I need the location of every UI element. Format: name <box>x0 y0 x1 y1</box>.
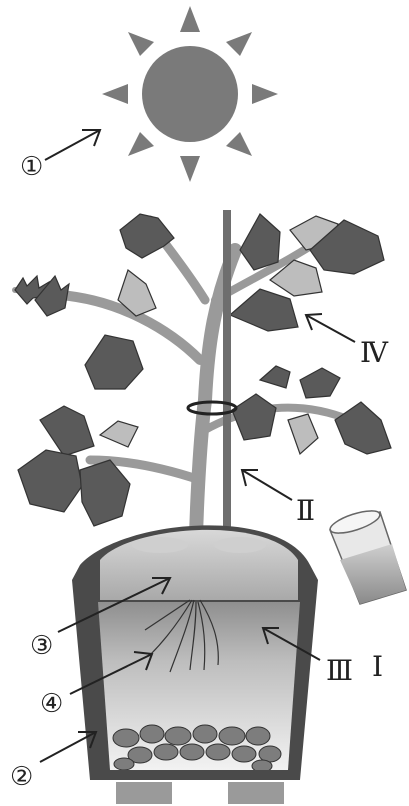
pot <box>72 525 318 780</box>
label-IV-arrow <box>306 314 355 342</box>
label-4: ④ <box>40 689 63 719</box>
sun-icon <box>102 6 278 182</box>
water-cup-icon <box>328 506 406 604</box>
label-III: Ⅲ <box>326 654 353 687</box>
label-II: Ⅱ <box>296 494 315 527</box>
label-II-arrow <box>242 470 292 500</box>
label-IV: Ⅳ <box>360 336 389 369</box>
label-1-arrow <box>45 130 100 160</box>
label-2: ② <box>10 762 33 792</box>
label-3: ③ <box>30 631 53 661</box>
label-I: Ⅰ <box>372 650 383 683</box>
label-1: ① <box>20 152 43 182</box>
